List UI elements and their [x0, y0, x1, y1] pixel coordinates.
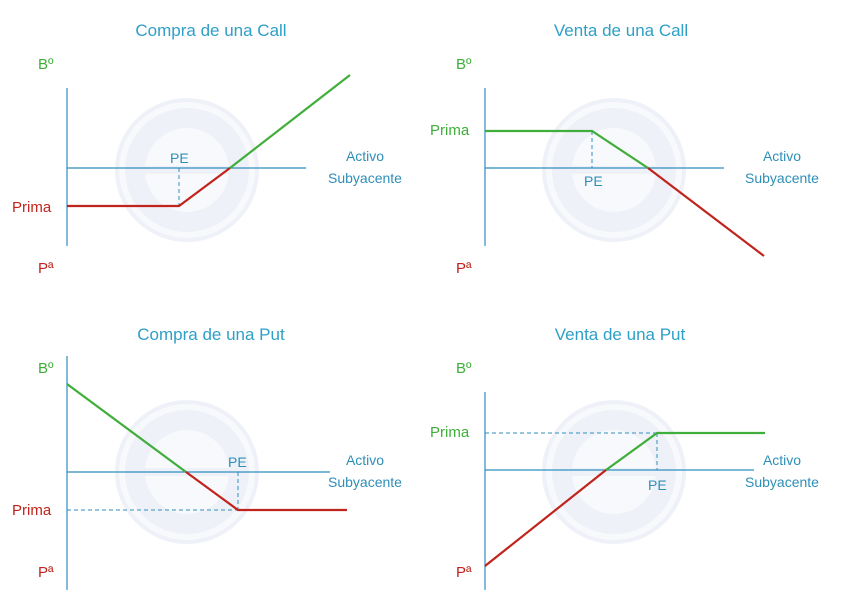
x-axis-label-line1: Activo	[346, 452, 384, 468]
loss-label: Pª	[38, 564, 54, 581]
watermark-e-logo-icon	[115, 98, 259, 242]
premium-label: Prima	[430, 424, 470, 441]
watermark-e-logo-icon	[542, 98, 686, 242]
chart-call-sell: Venta de una Call Bº Pª Prima PE Activo …	[430, 21, 819, 277]
loss-label: Pª	[38, 260, 54, 277]
premium-label: Prima	[12, 199, 52, 216]
profit-segment	[485, 129, 649, 169]
watermark-e-logo-icon	[542, 400, 686, 544]
x-axis-label-line2: Subyacente	[745, 474, 819, 490]
chart-put-buy: Compra de una Put Bº Pª Prima PE Activo …	[12, 325, 402, 590]
loss-segment	[647, 167, 765, 257]
loss-segment	[484, 469, 607, 567]
breakeven-label: PE	[584, 173, 603, 189]
profit-label: Bº	[38, 56, 54, 73]
x-axis-label-line1: Activo	[763, 452, 801, 468]
profit-segment	[66, 383, 187, 473]
chart-call-buy: Compra de una Call Bº Pª Prima PE Activo…	[12, 21, 402, 277]
profit-label: Bº	[38, 360, 54, 377]
chart-put-sell: Venta de una Put Bº Pª Prima PE Activo S…	[430, 325, 819, 590]
chart-title: Venta de una Call	[554, 21, 688, 40]
premium-label: Prima	[12, 502, 52, 519]
breakeven-label: PE	[648, 477, 667, 493]
x-axis-label-line2: Subyacente	[745, 170, 819, 186]
premium-label: Prima	[430, 122, 470, 139]
profit-segment	[605, 431, 765, 471]
chart-title: Compra de una Put	[137, 325, 285, 344]
x-axis-label-line2: Subyacente	[328, 170, 402, 186]
loss-segment	[67, 167, 231, 208]
loss-label: Pª	[456, 564, 472, 581]
loss-segment	[185, 471, 347, 512]
profit-segment	[229, 74, 351, 169]
chart-title: Compra de una Call	[135, 21, 286, 40]
loss-label: Pª	[456, 260, 472, 277]
chart-title: Venta de una Put	[555, 325, 686, 344]
x-axis-label-line1: Activo	[346, 148, 384, 164]
x-axis-label-line1: Activo	[763, 148, 801, 164]
breakeven-label: PE	[170, 150, 189, 166]
breakeven-label: PE	[228, 454, 247, 470]
profit-label: Bº	[456, 56, 472, 73]
profit-label: Bº	[456, 360, 472, 377]
x-axis-label-line2: Subyacente	[328, 474, 402, 490]
